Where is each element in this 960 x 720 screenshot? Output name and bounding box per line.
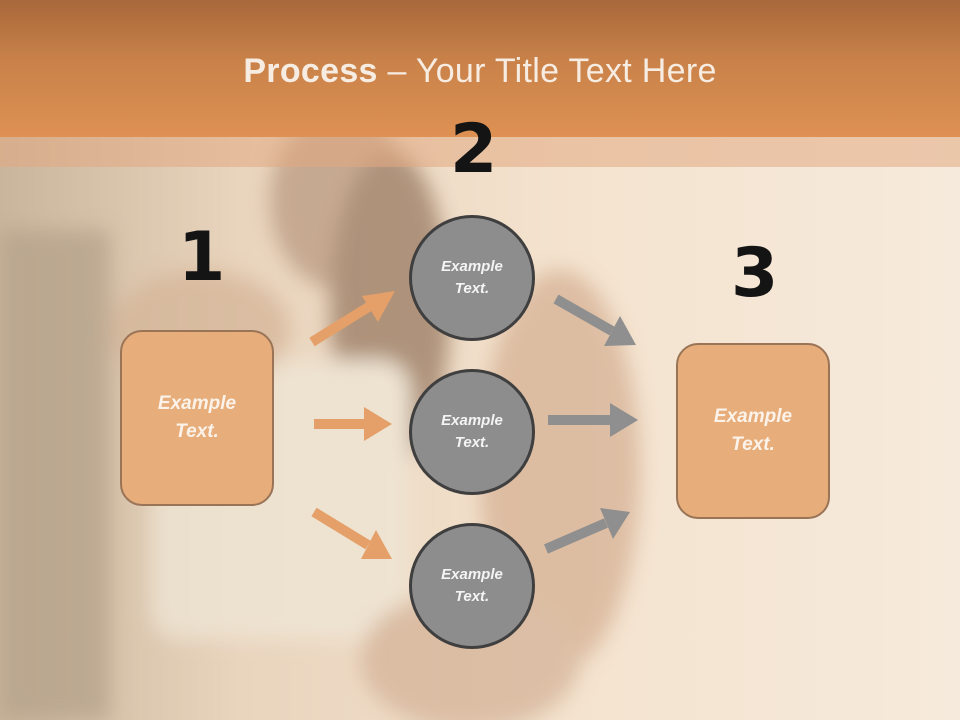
step-number-2: 2	[450, 110, 498, 189]
header-band	[0, 0, 960, 137]
step-number-1: 1	[178, 218, 226, 297]
step-number-3: 3	[731, 234, 779, 313]
arrow-bottom-to-3	[544, 508, 630, 554]
step-circle-top-text: Example Text.	[441, 257, 503, 298]
step-circle-middle-text: Example Text.	[441, 411, 503, 452]
step-box-1-text: Example Text.	[157, 392, 237, 443]
step-circle-middle: Example Text.	[409, 369, 535, 495]
step-box-1: Example Text.	[120, 330, 274, 506]
title-rest: – Your Title Text Here	[377, 52, 717, 90]
step-circle-top: Example Text.	[409, 215, 535, 341]
title-bold: Process	[243, 52, 378, 90]
header-sub-band	[0, 137, 960, 167]
arrow-1-to-bottom	[311, 507, 392, 559]
arrow-middle-to-3	[548, 403, 638, 437]
step-circle-bottom-text: Example Text.	[441, 565, 503, 606]
slide-title: Process – Your Title Text Here	[0, 52, 960, 91]
arrow-top-to-3	[553, 294, 636, 346]
step-box-3: Example Text.	[676, 343, 830, 519]
arrow-1-to-top	[309, 291, 395, 347]
step-circle-bottom: Example Text.	[409, 523, 535, 649]
step-box-3-text: Example Text.	[713, 405, 793, 456]
arrow-1-to-middle	[314, 407, 392, 441]
